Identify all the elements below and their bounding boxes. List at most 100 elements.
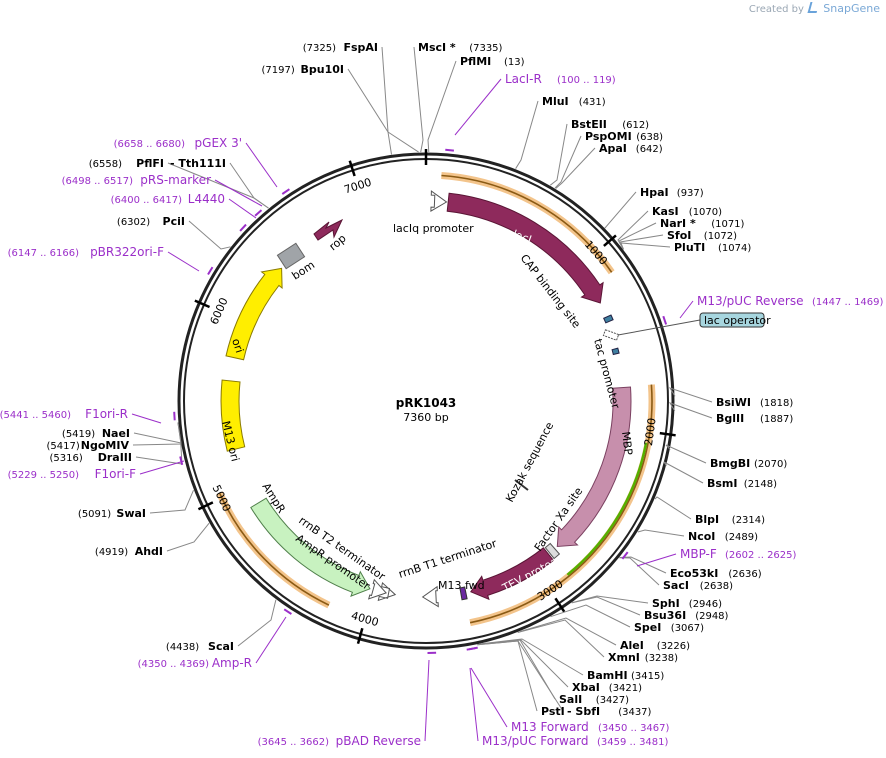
primer-site[interactable]: F1ori-F(5229 .. 5250) xyxy=(8,467,137,481)
enzyme-site[interactable]: FspAI(7325) xyxy=(303,41,378,54)
enzyme-site[interactable]: Eco53kI(2636) xyxy=(670,567,762,580)
primer-site[interactable]: M13/pUC Forward(3459 .. 3481) xyxy=(482,734,669,748)
primer-name: pBR322ori-F xyxy=(90,245,164,259)
enzyme-name: HpaI xyxy=(640,186,669,199)
enzyme-site[interactable]: PciI(6302) xyxy=(117,215,185,228)
enzyme-position: (13) xyxy=(504,57,525,68)
enzyme-site[interactable]: DraIII(5316) xyxy=(50,451,132,464)
primer-range: (2602 .. 2625) xyxy=(725,550,797,561)
enzyme-position: (638) xyxy=(636,132,663,143)
enzyme-leader xyxy=(413,46,424,153)
primer-site[interactable]: M13 Forward(3450 .. 3467) xyxy=(511,720,670,734)
enzyme-name: MluI xyxy=(542,95,569,108)
enzyme-site[interactable]: BglII(1887) xyxy=(716,412,793,425)
enzyme-site[interactable]: SwaI(5091) xyxy=(78,507,146,520)
enzyme-site[interactable]: BlpI(2314) xyxy=(695,513,765,526)
enzyme-name: KasI xyxy=(652,205,679,218)
label-line-layer xyxy=(131,46,713,742)
primer-site[interactable]: F1ori-R(5441 .. 5460) xyxy=(0,407,128,421)
enzyme-site[interactable]: NarI *(1071) xyxy=(660,217,745,230)
enzyme-name: AleI xyxy=(620,639,644,652)
primer-mark xyxy=(173,411,176,421)
enzyme-site[interactable]: AhdI(4919) xyxy=(95,545,163,558)
ampr-arrow xyxy=(250,497,371,597)
enzyme-site[interactable]: NgoMIV(5417) xyxy=(47,439,130,452)
primer-site[interactable]: L4440(6400 .. 6417) xyxy=(111,192,225,206)
primer-mark xyxy=(207,266,214,276)
enzyme-site[interactable]: PspOMI(638) xyxy=(585,130,663,143)
enzyme-name: FspAI xyxy=(343,41,378,54)
enzyme-site[interactable]: BsiWI(1818) xyxy=(716,396,793,409)
enzyme-site[interactable]: XbaI(3421) xyxy=(572,681,642,694)
primer-site[interactable]: pBAD Reverse(3645 .. 3662) xyxy=(258,734,421,748)
enzyme-leader xyxy=(515,100,539,169)
enzyme-leader xyxy=(479,639,556,700)
primer-name: F1ori-F xyxy=(95,467,136,481)
enzyme-site[interactable]: MluI(431) xyxy=(542,95,606,108)
rop-arrow xyxy=(313,218,344,241)
ampr-promoter-arrow xyxy=(367,578,387,600)
primer-range: (4350 .. 4369) xyxy=(138,659,210,670)
enzyme-name: PflFI xyxy=(136,157,164,170)
enzyme-site[interactable]: PstI xyxy=(541,705,565,718)
primer-name: Amp-R xyxy=(212,656,252,670)
enzyme-site[interactable]: SpeI(3067) xyxy=(634,621,704,634)
enzyme-site[interactable]: BamHI(3415) xyxy=(587,669,664,682)
primer-leader xyxy=(245,142,278,188)
enzyme-name: NcoI xyxy=(688,530,715,543)
primer-range: (5441 .. 5460) xyxy=(0,410,71,421)
enzyme-site[interactable]: SphI(2946) xyxy=(652,597,722,610)
enzyme-site[interactable]: NcoI(2489) xyxy=(688,530,758,543)
enzyme-site[interactable]: BstEII(612) xyxy=(571,118,649,131)
enzyme-site[interactable]: Bsu36I(2948) xyxy=(644,609,729,622)
enzyme-site[interactable]: MscI *(7335) xyxy=(418,41,503,54)
primer-site[interactable]: pBR322ori-F(6147 .. 6166) xyxy=(8,245,165,259)
enzyme-position: (1074) xyxy=(718,243,751,254)
enzyme-site[interactable]: SalI(3427) xyxy=(559,693,629,706)
primer-site[interactable]: Amp-R(4350 .. 4369) xyxy=(138,656,252,670)
enzyme-site[interactable]: NaeI(5419) xyxy=(62,427,130,440)
tick-mark xyxy=(356,627,364,644)
enzyme-site[interactable]: XmnI(3238) xyxy=(608,651,678,664)
enzyme-leader xyxy=(133,422,182,444)
primer-range: (1447 .. 1469) xyxy=(812,297,884,308)
enzyme-site[interactable]: HpaI(937) xyxy=(640,186,704,199)
enzyme-site[interactable]: BmgBI(2070) xyxy=(710,457,787,470)
enzyme-site[interactable]: BsmI(2148) xyxy=(707,477,777,490)
feature-layer xyxy=(216,172,656,627)
enzyme-leader xyxy=(237,599,277,647)
primer-range: (3645 .. 3662) xyxy=(258,737,330,748)
enzyme-site[interactable]: - SbfI(3437) xyxy=(567,705,652,718)
primer-mark xyxy=(466,647,476,651)
primer-site[interactable]: MBP-F(2602 .. 2625) xyxy=(680,547,797,561)
enzyme-name: BstEII xyxy=(571,118,607,131)
lacI-orf-highlight-orf xyxy=(441,174,613,273)
enzyme-name: Bpu10I xyxy=(301,63,345,76)
enzyme-site[interactable]: KasI(1070) xyxy=(652,205,722,218)
primer-leader xyxy=(454,78,502,136)
enzyme-site[interactable]: PflFI(6558) xyxy=(89,157,164,170)
lacIq-promoter-label: lacIq promoter xyxy=(393,222,474,235)
primer-site[interactable]: pRS-marker(6498 .. 6517) xyxy=(62,173,211,187)
enzyme-position: (2070) xyxy=(754,459,787,470)
primer-mark xyxy=(283,608,292,615)
enzyme-site[interactable]: PflMI(13) xyxy=(460,55,525,68)
enzyme-site[interactable]: ScaI(4438) xyxy=(166,640,234,653)
primer-name: pRS-marker xyxy=(140,173,211,187)
primer-site[interactable]: M13/pUC Reverse(1447 .. 1469) xyxy=(697,294,884,308)
enzyme-site[interactable]: SfoI(1072) xyxy=(667,229,737,242)
enzyme-site[interactable]: - Tth111I xyxy=(170,157,226,170)
primer-site[interactable]: LacI-R(100 .. 119) xyxy=(505,72,616,86)
enzyme-site[interactable]: SacI(2638) xyxy=(663,579,733,592)
enzyme-name: XbaI xyxy=(572,681,600,694)
enzyme-leader xyxy=(166,522,210,552)
primer-range: (3450 .. 3467) xyxy=(598,723,670,734)
enzyme-site[interactable]: ApaI(642) xyxy=(599,142,663,155)
enzyme-site[interactable]: PluTI(1074) xyxy=(674,241,751,254)
enzyme-site[interactable]: AleI(3226) xyxy=(620,639,690,652)
enzyme-leader xyxy=(549,123,568,186)
enzyme-site[interactable]: Bpu10I(7197) xyxy=(262,63,344,76)
enzyme-leader xyxy=(135,444,183,465)
rop-label: rop xyxy=(327,232,349,254)
primer-site[interactable]: pGEX 3'(6658 .. 6680) xyxy=(114,136,242,150)
